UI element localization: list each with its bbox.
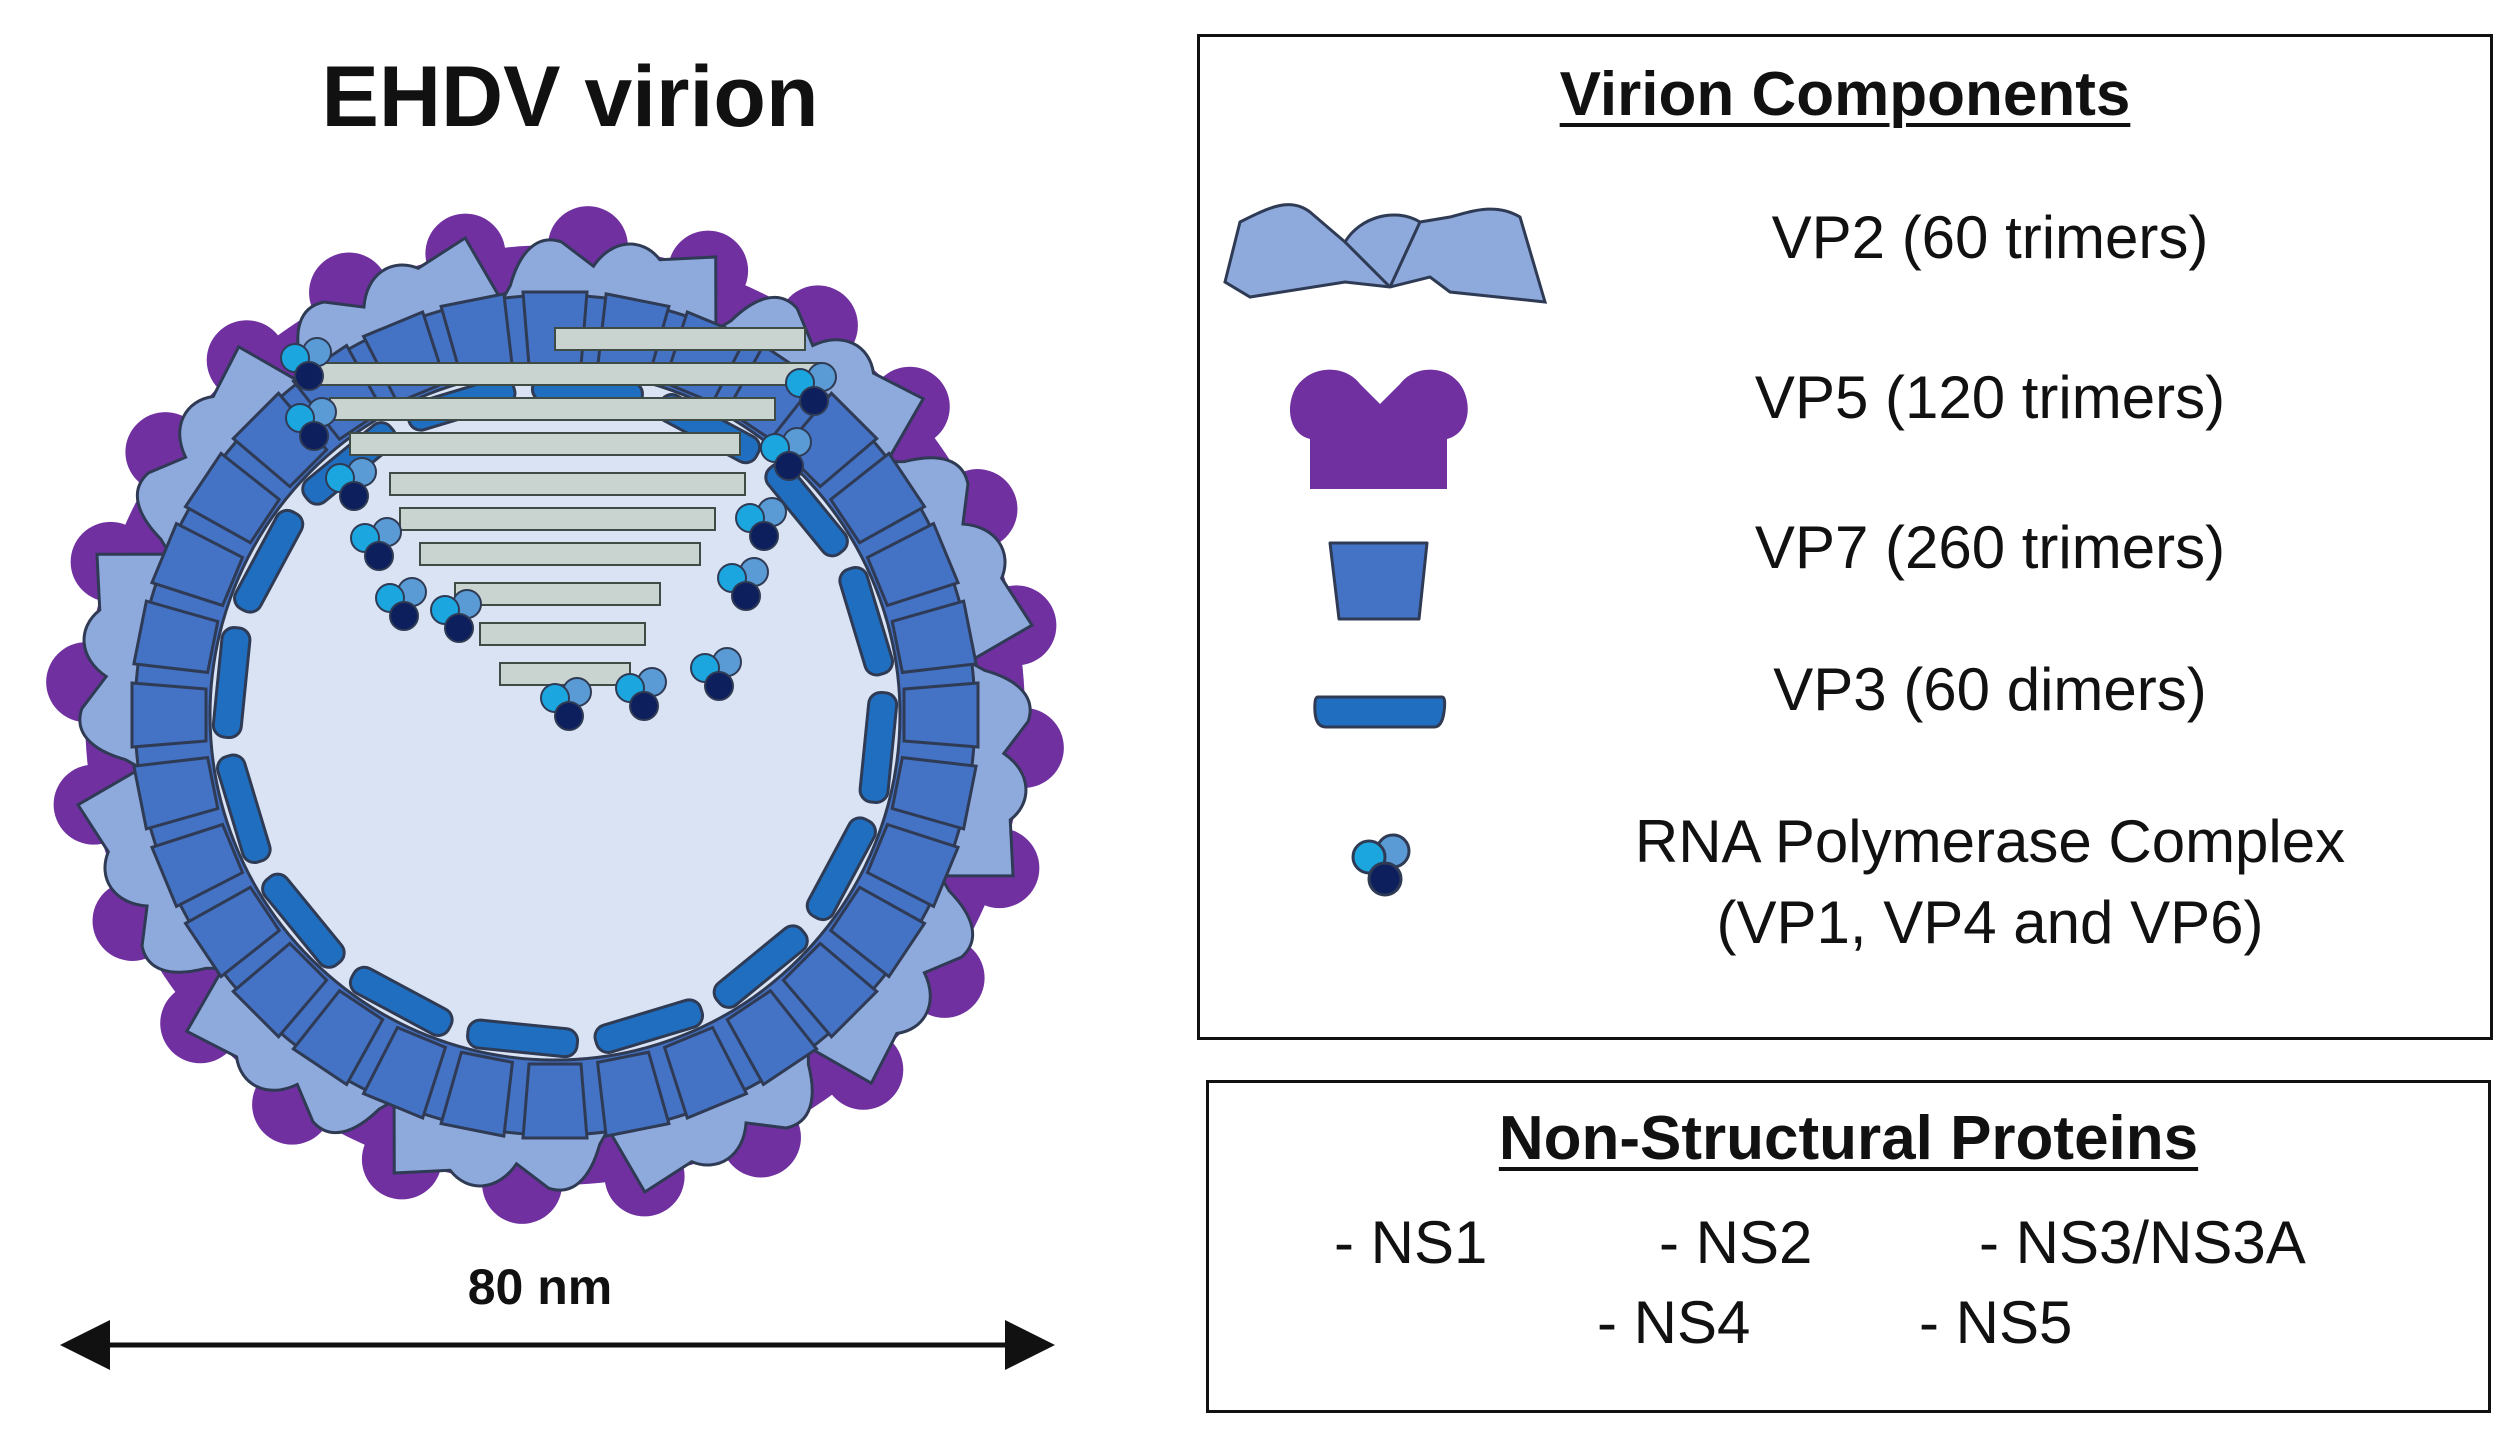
vp7-protein <box>439 1050 515 1138</box>
vp7-protein <box>231 941 329 1039</box>
polymerase-complex-icon <box>1351 833 1411 897</box>
vp3-protein <box>233 508 305 614</box>
ns-title: Non-Structural Proteins <box>1498 1104 2199 1173</box>
rna-segment <box>329 397 776 421</box>
vp3-protein <box>764 461 849 558</box>
polymerase-complex <box>760 427 812 481</box>
vp3-protein <box>805 816 877 922</box>
vp3-protein <box>858 690 899 804</box>
rna-segment <box>479 622 646 646</box>
ns-item: - NS5 <box>1919 1289 2073 1356</box>
ns-item: - NS1 <box>1334 1209 1488 1276</box>
vp2-icon <box>1223 203 1548 304</box>
vp5-icon <box>1290 369 1468 489</box>
rna-segment <box>399 507 716 531</box>
vp3-protein <box>712 924 809 1009</box>
vp7-protein <box>231 391 329 489</box>
polymerase-label-line2: (VP1, VP4 and VP6) <box>1716 889 2264 956</box>
vp7-protein <box>183 885 282 979</box>
vp7-protein <box>183 451 282 545</box>
polymerase-complex <box>430 589 482 643</box>
polymerase-complex <box>285 397 337 451</box>
vp-subunit <box>774 451 804 481</box>
rna-segment <box>419 542 701 566</box>
vp-subunit <box>554 701 584 731</box>
vp7-label: VP7 (260 trimers) <box>1754 514 2226 581</box>
polymerase-complex <box>785 362 837 416</box>
vp7-protein <box>828 451 927 545</box>
vp7-protein <box>865 822 961 909</box>
polymerase-complex <box>280 337 332 391</box>
vp-subunit <box>339 481 369 511</box>
polymerase-complex <box>325 457 377 511</box>
vp-subunit <box>731 581 761 611</box>
vp7-icon <box>1328 541 1429 621</box>
vp7-protein <box>890 599 978 675</box>
polymerase-label-line1: RNA Polymerase Complex <box>1634 808 2346 875</box>
scale-label: 80 nm <box>467 1259 613 1315</box>
polymerase-complex <box>735 497 787 551</box>
virion-components-legend: Virion Components VP2 (60 trimers) VP5 (… <box>1197 34 2493 1040</box>
vp3-protein <box>466 1018 580 1059</box>
rna-segment <box>454 582 661 606</box>
vp-subunit <box>629 691 659 721</box>
vp7-protein <box>130 681 208 749</box>
vp7-protein <box>291 988 385 1087</box>
figure-title: EHDV virion <box>321 49 819 145</box>
polymerase-complex-label: RNA Polymerase Complex (VP1, VP4 and VP6… <box>1580 801 2400 963</box>
vp7-protein <box>132 755 220 831</box>
polymerase-complexes <box>280 337 837 731</box>
polymerase-complex <box>690 647 742 701</box>
vp3-protein <box>261 872 346 969</box>
vp7-protein <box>149 822 245 909</box>
vp3-protein <box>838 565 894 677</box>
vp3-protein <box>216 753 272 865</box>
legend-title: Virion Components <box>1559 60 2131 129</box>
polymerase-complex <box>717 557 769 611</box>
vp7-protein <box>725 988 819 1087</box>
vp7-protein <box>361 1025 448 1121</box>
vp7-protein <box>828 885 927 979</box>
vp-subunit <box>389 601 419 631</box>
vp7-protein <box>865 521 961 608</box>
vp7-protein <box>595 1050 671 1138</box>
ns-item: - NS2 <box>1659 1209 1813 1276</box>
vp-subunit <box>444 613 474 643</box>
polymerase-complex <box>540 677 592 731</box>
vp-subunit <box>749 521 779 551</box>
ns-item: - NS4 <box>1597 1289 1751 1356</box>
vp7-protein <box>132 599 220 675</box>
vp-subunit <box>704 671 734 701</box>
vp7-protein <box>890 755 978 831</box>
vp5-label: VP5 (120 trimers) <box>1754 364 2226 431</box>
vp7-protein <box>781 941 879 1039</box>
vp7-protein <box>149 521 245 608</box>
vp-subunit <box>799 386 829 416</box>
rna-segment <box>554 327 806 351</box>
vp3-protein <box>593 998 705 1054</box>
polymerase-complex <box>350 517 402 571</box>
rna-segment <box>389 472 746 496</box>
vp-subunit <box>299 421 329 451</box>
vp7-protein <box>902 681 980 749</box>
vp7-protein <box>521 1062 589 1140</box>
rna-segment <box>499 662 631 686</box>
vp3-icon <box>1313 695 1447 729</box>
polymerase-complex <box>375 577 427 631</box>
non-structural-proteins-legend: Non-Structural Proteins - NS1 - NS2 - NS… <box>1206 1080 2491 1413</box>
vp3-label: VP3 (60 dimers) <box>1773 656 2207 723</box>
virion-diagram <box>46 206 1064 1370</box>
vp-subunit <box>364 541 394 571</box>
vp7-protein <box>662 1025 749 1121</box>
rna-segment <box>311 362 821 386</box>
vp3-protein <box>348 965 454 1037</box>
polymerase-complex <box>615 667 667 721</box>
vp3-protein <box>211 626 252 740</box>
rna-segments <box>311 327 821 686</box>
rna-segment <box>349 432 741 456</box>
vp2-label: VP2 (60 trimers) <box>1771 204 2209 271</box>
vp-subunit <box>294 361 324 391</box>
ns-item: - NS3/NS3A <box>1979 1209 2306 1276</box>
